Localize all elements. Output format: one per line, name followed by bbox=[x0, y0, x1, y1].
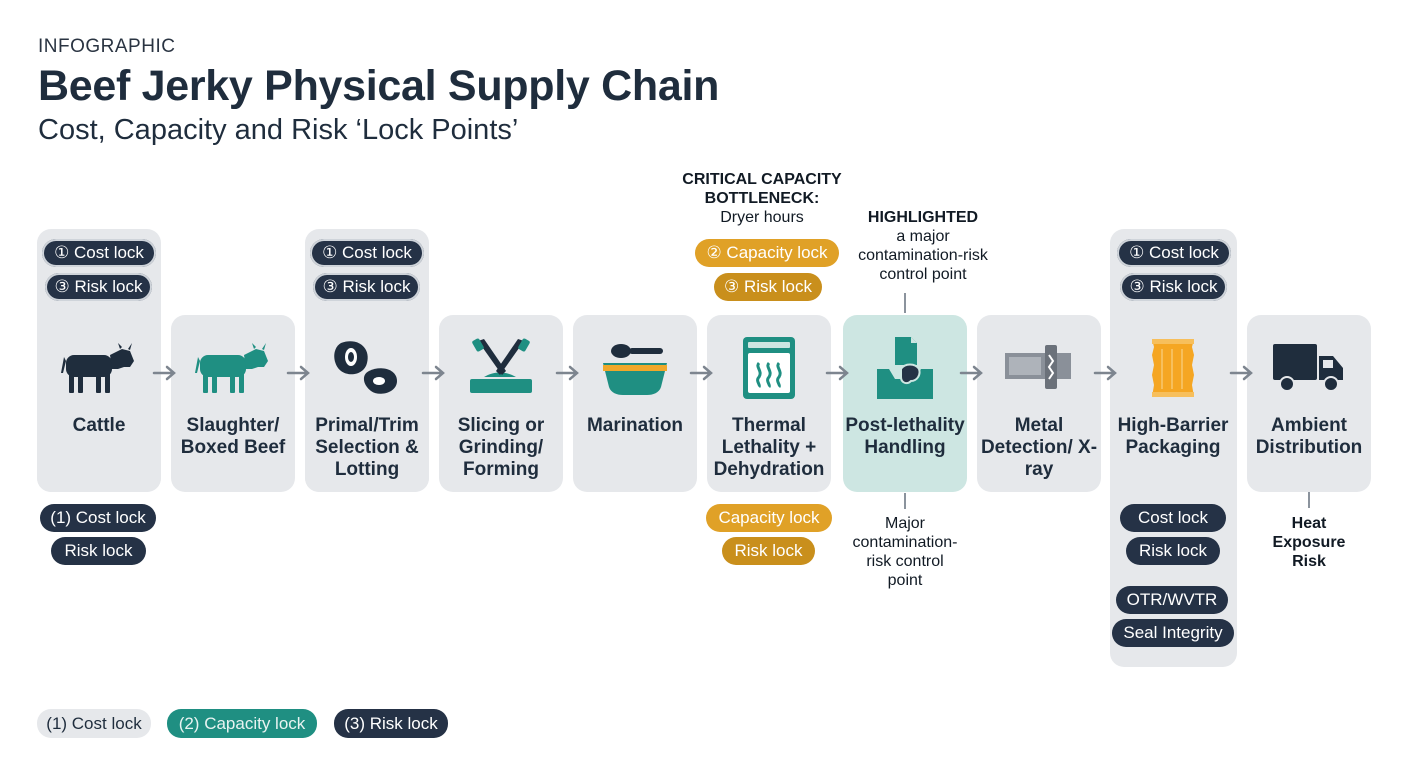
risk-lock-badge: Risk lock bbox=[51, 537, 146, 565]
truck-icon bbox=[1247, 337, 1371, 399]
cost-lock-badge: Cost lock bbox=[1120, 504, 1226, 532]
flow-arrow-icon bbox=[689, 365, 713, 381]
dryer-oven-icon bbox=[707, 337, 831, 399]
flow-arrow-icon bbox=[959, 365, 983, 381]
capacity-lock-badge: ② Capacity lock bbox=[695, 239, 839, 267]
highlighted-callout: HIGHLIGHTED a major contamination-risk c… bbox=[858, 209, 988, 283]
risk-lock-badge: Risk lock bbox=[722, 537, 815, 565]
stage-card-thermal: Thermal Lethality + Dehydration bbox=[707, 315, 831, 492]
stage-label: Metal Detection/ X-ray bbox=[980, 415, 1098, 480]
legend-risk-lock: (3) Risk lock bbox=[334, 709, 448, 738]
stage-label: Primal/Trim Selection & Lotting bbox=[315, 415, 419, 480]
package-bag-icon bbox=[1111, 337, 1235, 399]
risk-lock-badge: ③ Risk lock bbox=[45, 273, 152, 301]
risk-lock-badge: Risk lock bbox=[1126, 537, 1220, 565]
heat-risk-callout: Heat Exposure Risk bbox=[1272, 515, 1346, 570]
capacity-lock-badge: Capacity lock bbox=[706, 504, 832, 532]
cost-lock-badge: (1) Cost lock bbox=[40, 504, 156, 532]
flow-arrow-icon bbox=[555, 365, 579, 381]
metal-detector-icon bbox=[977, 337, 1101, 399]
risk-lock-badge: ③ Risk lock bbox=[313, 273, 420, 301]
page-subtitle: Cost, Capacity and Risk ‘Lock Points’ bbox=[38, 114, 519, 146]
meat-cuts-icon bbox=[305, 337, 429, 399]
connector-line bbox=[1308, 492, 1310, 508]
major-risk-callout: Major contamination- risk control point bbox=[852, 515, 958, 589]
stage-card-packaging: High-Barrier Packaging bbox=[1111, 315, 1235, 492]
stage-card-marination: Marination bbox=[573, 315, 697, 492]
legend-capacity-lock: (2) Capacity lock bbox=[167, 709, 317, 738]
cost-lock-badge: ① Cost lock bbox=[310, 239, 424, 267]
knife-board-icon bbox=[439, 337, 563, 399]
seal-integrity-badge: Seal Integrity bbox=[1112, 619, 1234, 647]
cow-icon bbox=[37, 337, 161, 399]
glove-handling-icon bbox=[843, 337, 967, 399]
bottleneck-callout: CRITICAL CAPACITY BOTTLENECK: Dryer hour… bbox=[682, 171, 842, 226]
stage-card-slaughter: Slaughter/ Boxed Beef bbox=[171, 315, 295, 492]
stage-label: Ambient Distribution bbox=[1255, 415, 1363, 458]
stage-card-cattle: Cattle bbox=[37, 315, 161, 492]
flow-arrow-icon bbox=[1093, 365, 1117, 381]
risk-lock-badge: ③ Risk lock bbox=[714, 273, 822, 301]
flow-arrow-icon bbox=[421, 365, 445, 381]
stage-label: Post-lethality Handling bbox=[845, 415, 965, 458]
stage-card-slicing: Slicing or Grinding/ Forming bbox=[439, 315, 563, 492]
flow-arrow-icon bbox=[825, 365, 849, 381]
flow-arrow-icon bbox=[286, 365, 310, 381]
stage-card-metal-detection: Metal Detection/ X-ray bbox=[977, 315, 1101, 492]
stage-card-primal: Primal/Trim Selection & Lotting bbox=[305, 315, 429, 492]
eyebrow-label: INFOGRAPHIC bbox=[38, 36, 176, 57]
marinade-bowl-icon bbox=[573, 337, 697, 399]
flow-arrow-icon bbox=[152, 365, 176, 381]
stage-label: Marination bbox=[586, 415, 684, 436]
stage-label: High-Barrier Packaging bbox=[1117, 415, 1229, 458]
connector-line bbox=[904, 293, 906, 313]
stage-card-post-lethality: Post-lethality Handling bbox=[843, 315, 967, 492]
cost-lock-badge: ① Cost lock bbox=[42, 239, 156, 267]
page-title: Beef Jerky Physical Supply Chain bbox=[38, 62, 720, 110]
otr-wvtr-badge: OTR/WVTR bbox=[1116, 586, 1228, 614]
stage-card-distribution: Ambient Distribution bbox=[1247, 315, 1371, 492]
stage-label: Thermal Lethality + Dehydration bbox=[713, 415, 825, 480]
connector-line bbox=[904, 493, 906, 509]
legend-cost-lock: (1) Cost lock bbox=[37, 709, 151, 738]
stage-label: Slaughter/ Boxed Beef bbox=[180, 415, 286, 458]
flow-arrow-icon bbox=[1229, 365, 1253, 381]
cow-icon bbox=[171, 337, 295, 399]
cost-lock-badge: ① Cost lock bbox=[1117, 239, 1231, 267]
stage-label: Cattle bbox=[72, 415, 126, 436]
risk-lock-badge: ③ Risk lock bbox=[1120, 273, 1227, 301]
stage-label: Slicing or Grinding/ Forming bbox=[457, 415, 545, 480]
